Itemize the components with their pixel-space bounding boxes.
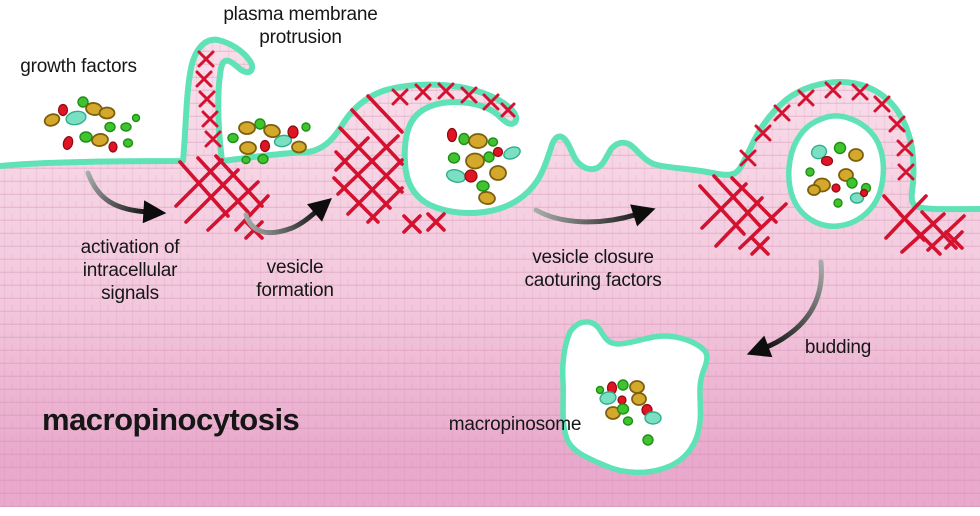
actin-meshwork-cup-icon (332, 82, 516, 234)
label-activation: activation of intracellular signals (80, 237, 180, 304)
closing-vesicle (786, 113, 887, 229)
growth-factor-cluster-vesicle (805, 141, 872, 208)
arrow-budding (746, 259, 824, 358)
arrow-activation (85, 170, 167, 224)
process-arrows (85, 170, 824, 358)
growth-factor-cluster-extracellular (43, 96, 141, 153)
label-vesicle-formation: vesicle formation (256, 257, 334, 301)
arrow-vesicle-formation (243, 198, 332, 236)
label-growth-factors: growth factors (20, 56, 137, 77)
label-budding: budding (804, 337, 872, 358)
arrow-vesicle-closure (533, 204, 656, 227)
page-title: macropinocytosis (42, 402, 300, 437)
label-plasma-membrane-protrusion: plasma membrane protrusion (223, 4, 378, 48)
actin-meshwork-dome-icon (698, 81, 966, 256)
label-vesicle-closure: vesicle closure caoturing factors (524, 247, 662, 291)
growth-factor-cluster-protrusion (227, 118, 311, 165)
growth-factor-cluster-cup (445, 127, 521, 205)
growth-factor-cluster-macropinosome (595, 379, 662, 446)
label-macropinosome: macropinosome (448, 414, 582, 435)
